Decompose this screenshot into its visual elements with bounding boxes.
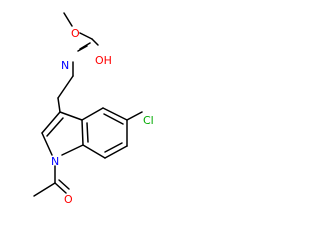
structure-diagram: O OH N Cl N O	[33, 12, 154, 206]
bond-c3a-c4	[81, 107, 104, 121]
bond-c5-cl	[126, 111, 143, 121]
carbonyl-oh-label: OH	[95, 54, 112, 67]
bond-acetyl-c-o	[54, 182, 67, 194]
bond-acetyl-c-o-double	[58, 179, 70, 190]
bond-c2-n1	[41, 132, 53, 156]
bond-c7a-c3a-double	[86, 122, 89, 143]
bond-c4-c5-double	[103, 113, 124, 125]
bond-c7-c7a	[82, 144, 106, 159]
bond-c3-c2	[41, 111, 61, 134]
bond-c3a-c3	[59, 111, 83, 121]
bond-ester-o-carbonyl-c	[79, 32, 93, 40]
carbamate-n-label: N	[61, 59, 69, 72]
ring-n-label: N	[51, 155, 59, 168]
bond-c3-c2-double	[46, 117, 64, 137]
bond-c6-c7-double	[104, 142, 123, 153]
acetyl-o-label: O	[64, 193, 73, 206]
bond-c4-c5	[102, 107, 128, 121]
bond-carbonyl-c-n	[77, 45, 88, 52]
bond-c6-c7	[104, 145, 128, 159]
bond-ch2-ch2	[57, 75, 74, 99]
bond-carbonyl-c-n-2	[79, 42, 91, 50]
chloro-label: Cl	[143, 114, 154, 127]
ester-o-label: O	[71, 27, 80, 40]
bond-methyl-ester-o	[63, 12, 73, 27]
bond-n1-c7a	[61, 144, 84, 156]
bond-carbonyl-c-oh	[91, 38, 99, 46]
bond-acetyl-c-methyl	[33, 182, 56, 197]
bond-ch2-c3	[57, 97, 61, 113]
bond-c7a-c3a	[81, 119, 84, 146]
